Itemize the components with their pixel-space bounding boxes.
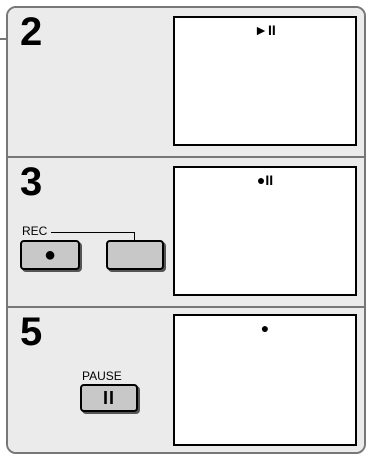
pause-button[interactable]: II [80,384,138,412]
pause-icon: II [102,388,115,408]
rec-connector-line [134,232,135,242]
viewfinder-screen: ● [173,314,357,446]
instruction-frame: 2 ►II 3 REC ● ●II 5 PAUSE II ● [6,6,366,454]
rec-button[interactable]: ● [20,240,80,270]
record-indicator: ● [260,320,270,336]
page-tab-marker [0,38,8,40]
pause-label: PAUSE [82,369,122,383]
start-stop-button[interactable] [106,240,164,270]
rec-label: REC [22,224,48,238]
step-number: 2 [20,10,43,54]
play-pause-indicator: ►II [254,22,276,38]
viewfinder-screen: ●II [173,166,357,296]
step-panel-3: 3 REC ● ●II [8,158,364,308]
record-dot-icon: ● [43,244,57,266]
step-number: 5 [20,310,43,354]
step-panel-2: 2 ►II [8,8,364,158]
record-pause-indicator: ●II [256,172,274,188]
step-number: 3 [20,160,43,204]
step-panel-5: 5 PAUSE II ● [8,308,364,452]
rec-connector-line [51,232,135,233]
viewfinder-screen: ►II [173,16,357,146]
